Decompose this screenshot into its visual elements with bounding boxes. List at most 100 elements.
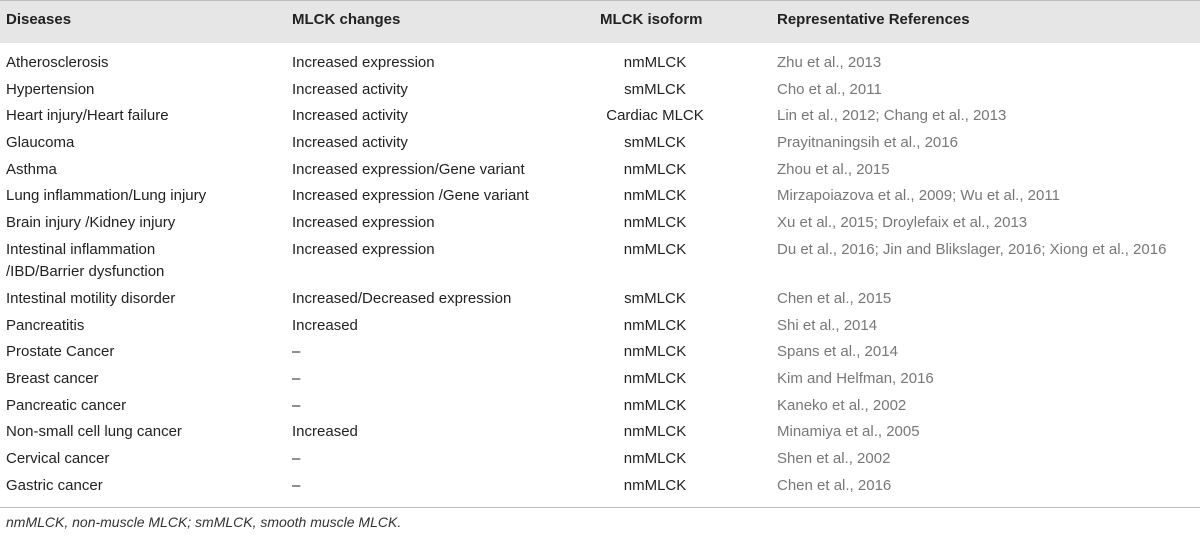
table-row: Cervical cancer – nmMLCK Shen et al., 2002: [0, 448, 1200, 475]
cell-references: Shen et al., 2002: [777, 449, 891, 467]
cell-mlck-change: Increased expression/Gene variant: [292, 160, 525, 178]
header-mlck-isoform: MLCK isoform: [600, 11, 703, 28]
cell-mlck-change: Increased activity: [292, 80, 408, 98]
disease-line: Brain injury /Kidney injury: [6, 214, 176, 232]
disease-line: Non-small cell lung cancer: [6, 423, 182, 441]
cell-mlck-change: Increased activity: [292, 107, 408, 125]
cell-disease: Asthma: [6, 159, 57, 181]
header-mlck-changes: MLCK changes: [292, 11, 401, 28]
cell-disease: Atherosclerosis: [6, 52, 109, 74]
table-header: Diseases MLCK changes MLCK isoform Repre…: [0, 0, 1200, 43]
table-row: Atherosclerosis Increased expression nmMLC…: [0, 52, 1200, 79]
cell-mlck-change: Increased/Decreased expression: [292, 289, 512, 307]
cell-mlck-isoform: smMLCK: [624, 134, 686, 152]
cell-mlck-change: –: [292, 343, 301, 361]
cell-disease: Prostate Cancer: [6, 341, 114, 363]
table-row: Intestinal inflammation/IBD/Barrier dysf…: [0, 239, 1200, 288]
cell-mlck-change: Increased expression: [292, 54, 435, 71]
cell-disease: Non-small cell lung cancer: [6, 421, 182, 443]
disease-line: Heart injury/Heart failure: [6, 107, 169, 125]
table-row: Lung inflammation/Lung injury Increased e…: [0, 185, 1200, 212]
cell-disease: Intestinal inflammation/IBD/Barrier dysf…: [6, 239, 164, 283]
cell-references: Zhu et al., 2013: [777, 54, 882, 71]
cell-mlck-isoform: nmMLCK: [623, 343, 687, 361]
cell-disease: Brain injury /Kidney injury: [6, 212, 175, 234]
cell-disease: Glaucoma: [6, 132, 74, 154]
cell-mlck-change: Increased expression: [292, 214, 435, 232]
table-row: Gastric cancer – nmMLCK Chen et al., 2016: [0, 475, 1200, 502]
disease-line: Prostate Cancer: [6, 343, 115, 361]
disease-line: Pancreatitis: [6, 316, 85, 334]
cell-references: Lin et al., 2012; Chang et al., 2013: [777, 107, 1007, 125]
cell-references: Chen et al., 2015: [777, 289, 892, 307]
disease-line: Lung inflammation/Lung injury: [6, 187, 207, 205]
cell-mlck-isoform: nmMLCK: [623, 214, 687, 232]
cell-mlck-isoform: smMLCK: [624, 289, 686, 307]
cell-mlck-isoform: nmMLCK: [623, 240, 687, 258]
disease-line: Cervical cancer: [6, 449, 110, 467]
cell-mlck-isoform: nmMLCK: [623, 423, 687, 441]
cell-references: Minamiya et al., 2005: [777, 423, 920, 441]
cell-mlck-isoform: nmMLCK: [623, 54, 687, 71]
cell-mlck-isoform: nmMLCK: [623, 316, 687, 334]
cell-references: Kim and Helfman, 2016: [777, 369, 934, 387]
table-row: Heart injury/Heart failure Increased acti…: [0, 105, 1200, 132]
cell-mlck-isoform: nmMLCK: [623, 396, 687, 414]
disease-line: Pancreatic cancer: [6, 396, 127, 414]
cell-mlck-change: –: [292, 449, 301, 467]
table-row: Pancreatic cancer – nmMLCK Kaneko et al., 2…: [0, 395, 1200, 422]
cell-references: Prayitnaningsih et al., 2016: [777, 134, 958, 152]
cell-disease: Pancreatic cancer: [6, 395, 126, 417]
cell-mlck-change: Increased expression /Gene variant: [292, 187, 529, 205]
cell-mlck-change: Increased expression: [292, 240, 435, 258]
cell-mlck-isoform: nmMLCK: [623, 187, 687, 205]
cell-disease: Pancreatitis: [6, 315, 84, 337]
cell-mlck-isoform: nmMLCK: [623, 160, 687, 178]
cell-references: Cho et al., 2011: [777, 80, 882, 98]
cell-mlck-isoform: nmMLCK: [623, 449, 687, 467]
table-row: Intestinal motility disorder Increased/De…: [0, 288, 1200, 315]
table-row: Breast cancer – nmMLCK Kim and Helfman, 201…: [0, 368, 1200, 395]
table-row: Brain injury /Kidney injury Increased exp…: [0, 212, 1200, 239]
disease-line: Glaucoma: [6, 134, 75, 152]
cell-mlck-isoform: nmMLCK: [623, 476, 687, 494]
cell-references: Shi et al., 2014: [777, 316, 878, 334]
header-references: Representative References: [777, 11, 970, 28]
header-diseases: Diseases: [6, 11, 72, 28]
cell-references: Kaneko et al., 2002: [777, 396, 907, 414]
table-row: Non-small cell lung cancer Increased nmMLC…: [0, 421, 1200, 448]
cell-references: Du et al., 2016; Jin and Blikslager, 201…: [777, 240, 1167, 258]
table-row: Asthma Increased expression/Gene variant n…: [0, 159, 1200, 186]
cell-references: Mirzapoiazova et al., 2009; Wu et al., 2…: [777, 187, 1060, 205]
cell-disease: Heart injury/Heart failure: [6, 105, 169, 127]
cell-disease: Hypertension: [6, 79, 94, 101]
cell-disease: Intestinal motility disorder: [6, 288, 175, 310]
table-bottom-rule: [0, 507, 1200, 508]
cell-mlck-change: Increased: [292, 423, 358, 441]
cell-disease: Gastric cancer: [6, 475, 103, 497]
cell-references: Chen et al., 2016: [777, 476, 892, 494]
cell-references: Zhou et al., 2015: [777, 160, 890, 178]
disease-line: Intestinal motility disorder: [6, 289, 176, 307]
disease-line: /IBD/Barrier dysfunction: [6, 262, 165, 280]
cell-mlck-isoform: nmMLCK: [623, 369, 687, 387]
disease-line: Hypertension: [6, 80, 95, 98]
disease-line: Intestinal inflammation: [6, 240, 156, 258]
disease-line: Asthma: [6, 160, 57, 178]
disease-line: Gastric cancer: [6, 476, 103, 494]
cell-mlck-isoform: Cardiac MLCK: [606, 107, 704, 125]
cell-disease: Lung inflammation/Lung injury: [6, 185, 206, 207]
disease-line: Atherosclerosis: [6, 54, 109, 71]
disease-line: Breast cancer: [6, 369, 99, 387]
cell-mlck-change: –: [292, 369, 301, 387]
cell-mlck-change: –: [292, 476, 301, 494]
table-footnote: nmMLCK, non-muscle MLCK; smMLCK, smooth …: [6, 514, 402, 530]
cell-disease: Breast cancer: [6, 368, 99, 390]
cell-disease: Cervical cancer: [6, 448, 109, 470]
cell-mlck-change: –: [292, 396, 301, 414]
